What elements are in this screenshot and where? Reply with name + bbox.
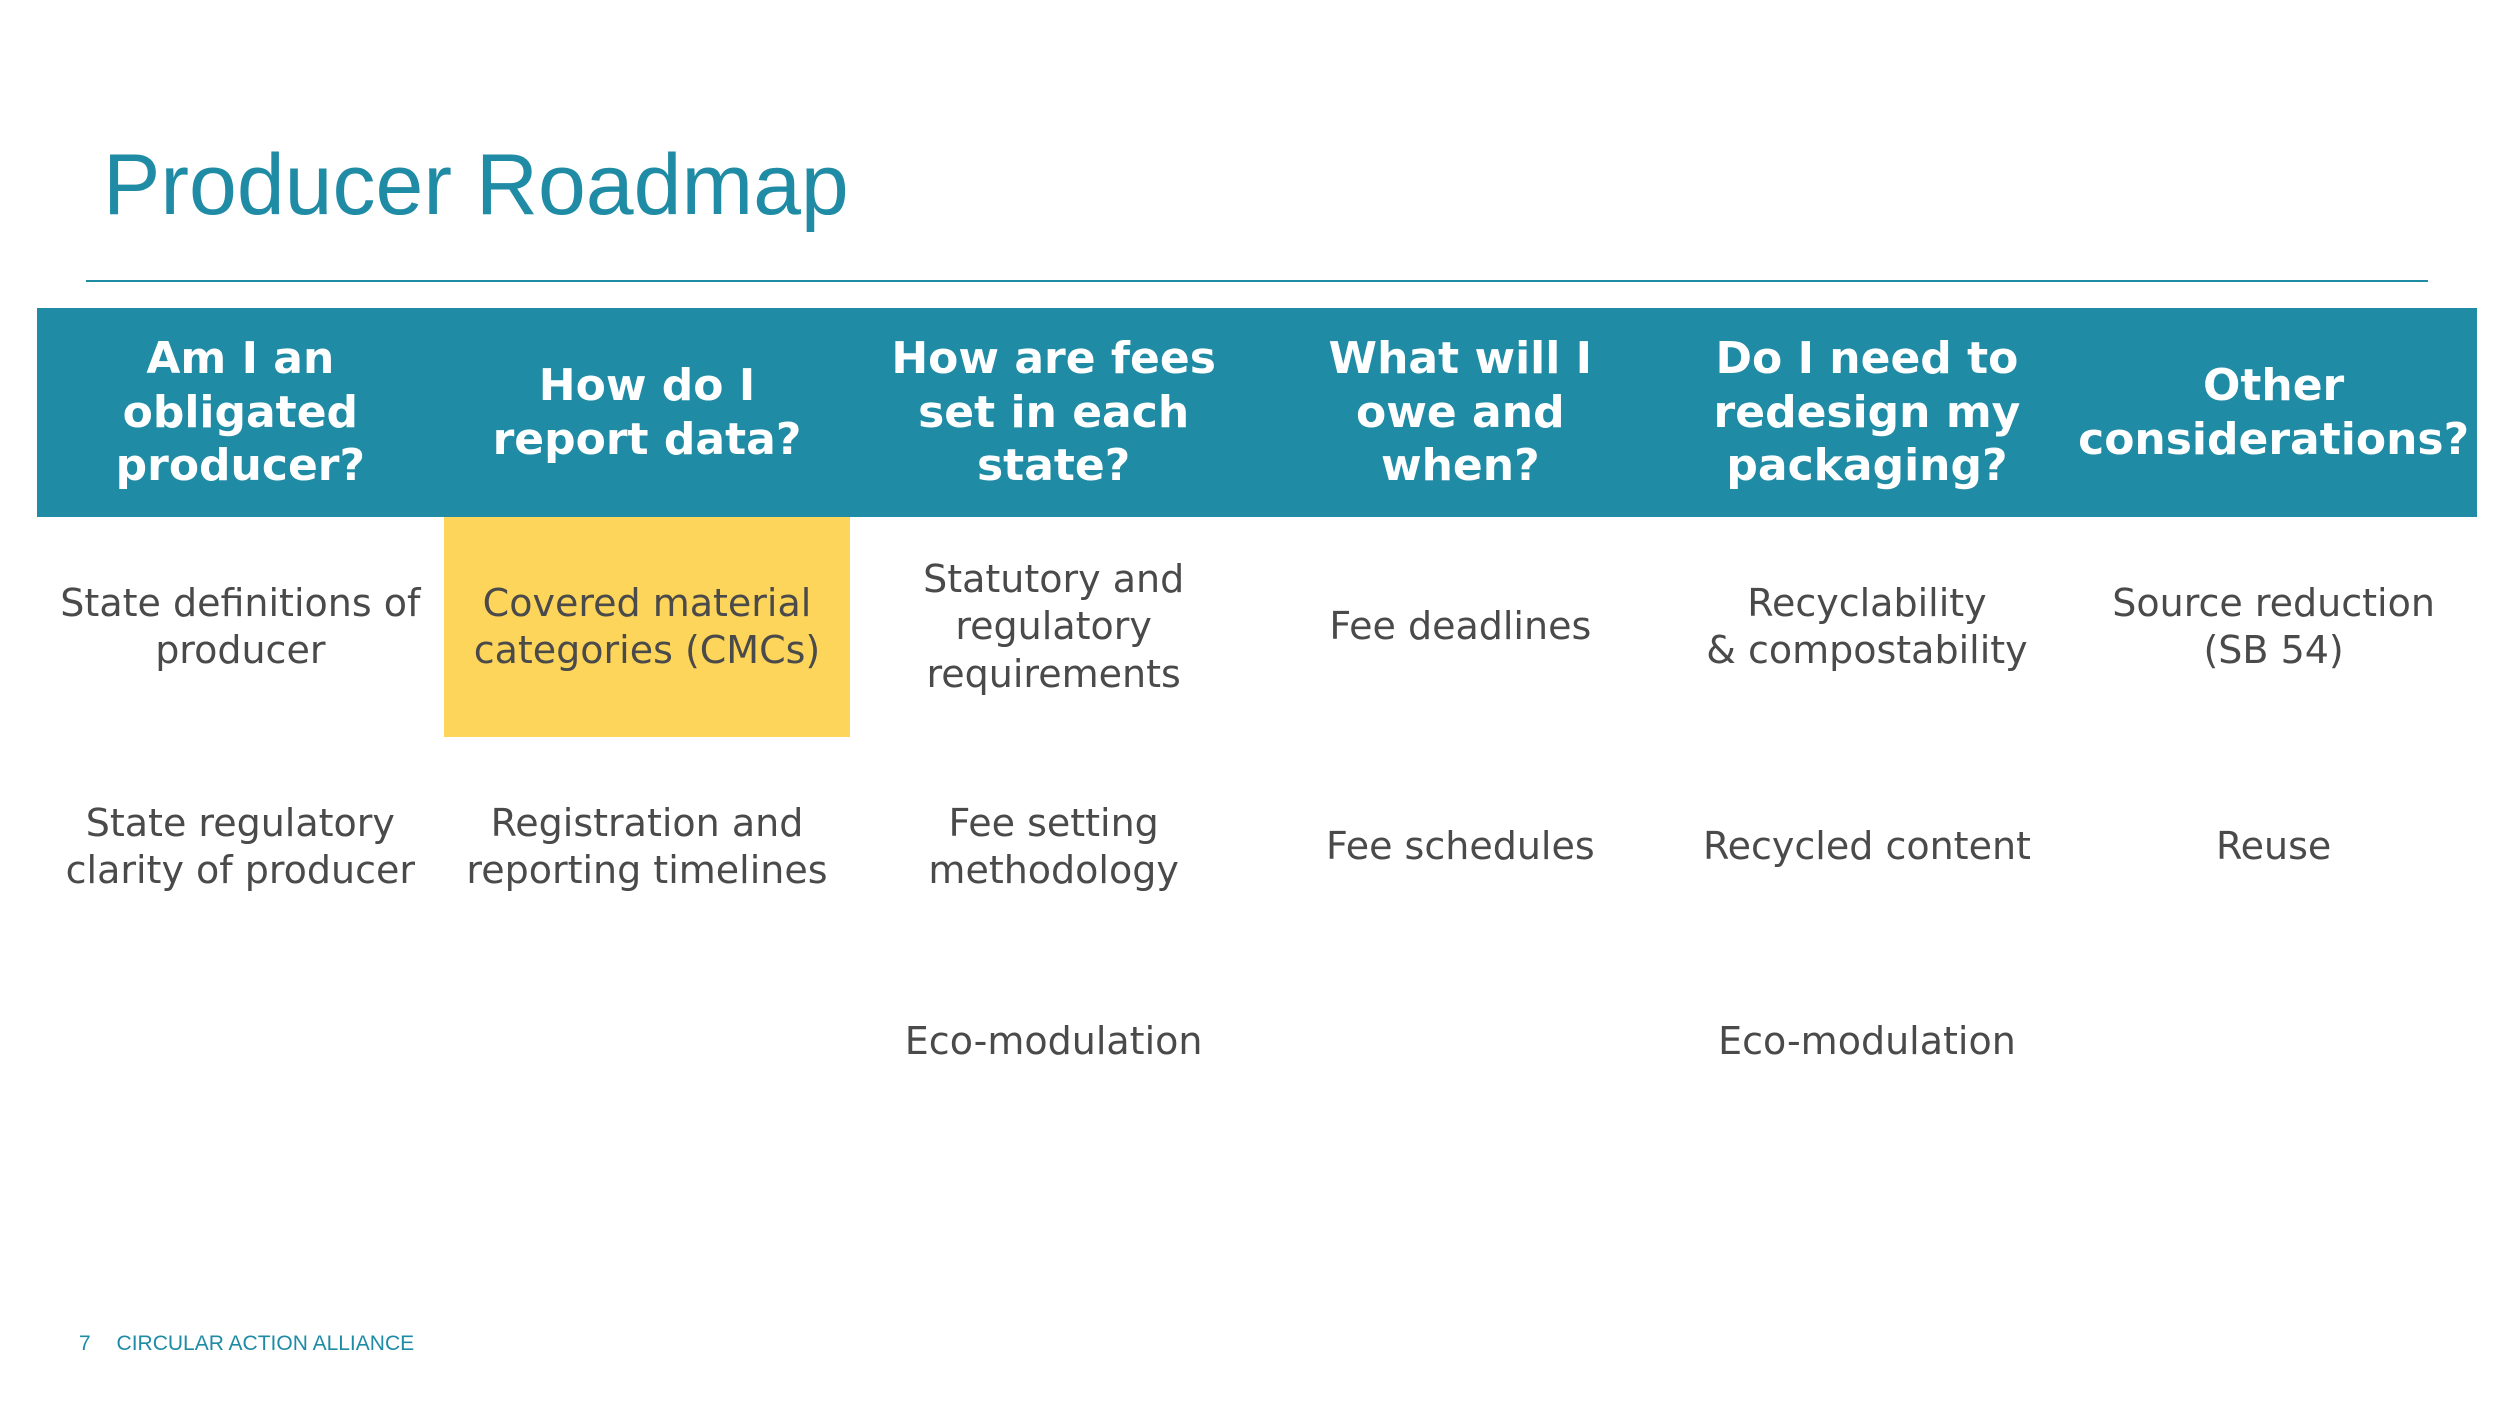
- title-divider: [86, 280, 2428, 282]
- table-cell: Reuse: [2215, 824, 2332, 869]
- table-cell: Statutory and regulatory requirements: [923, 557, 1185, 696]
- header-cell-report-data: How do I report data?: [443, 308, 851, 517]
- table-cell: Fee schedules: [1325, 824, 1595, 869]
- roadmap-table: Am I an obligated producer? How do I rep…: [37, 308, 2477, 1127]
- table-cell-empty: [1257, 957, 1664, 1127]
- header-cell-redesign-packaging: Do I need to redesign my packaging?: [1663, 308, 2071, 517]
- table-cell: Source reduction (SB 54): [2112, 580, 2435, 672]
- table-cell-empty: [37, 957, 444, 1127]
- footer-organization: CIRCULAR ACTION ALLIANCE: [116, 1332, 415, 1355]
- table-cell: Eco-modulation: [1718, 1019, 2016, 1064]
- table-cell-empty: [444, 957, 851, 1127]
- table-cell-highlighted: Covered material categories (CMCs): [443, 517, 851, 737]
- table-cell: Fee setting methodology: [928, 800, 1179, 892]
- footer: 7 CIRCULAR ACTION ALLIANCE: [79, 1332, 414, 1356]
- page-title: Producer Roadmap: [103, 137, 849, 233]
- table-cell-empty: [2070, 957, 2477, 1127]
- table-cell: Eco-modulation: [904, 1019, 1203, 1064]
- header-cell-obligated-producer: Am I an obligated producer?: [37, 308, 444, 517]
- page-number: 7: [79, 1332, 91, 1355]
- table-cell: Recycled content: [1702, 824, 2031, 869]
- header-cell-other-considerations: Other considerations?: [2070, 308, 2477, 517]
- header-cell-owe-when: What will I owe and when?: [1256, 308, 1664, 517]
- table-cell: State definitions of producer: [60, 580, 421, 672]
- table-cell: Recyclability & compostability: [1706, 580, 2028, 672]
- header-cell-fees-set: How are fees set in each state?: [850, 308, 1257, 517]
- table-cell: Fee deadlines: [1329, 604, 1592, 649]
- table-cell: State regulatory clarity of producer: [65, 800, 415, 892]
- table-cell: Registration and reporting timelines: [466, 800, 828, 892]
